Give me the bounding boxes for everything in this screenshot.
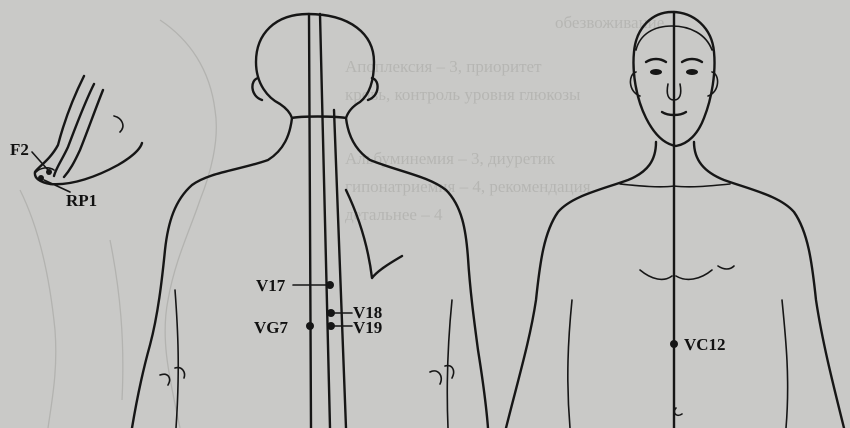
ghost-figure (20, 20, 216, 428)
ghost-line-5: Альбуминемия – 3, диуретик (345, 149, 556, 168)
foot-figure: F2 RP1 (10, 76, 142, 210)
label-V19: V19 (353, 318, 382, 337)
label-V17: V17 (256, 276, 286, 295)
background-text: обезвоживание Апоплексия – 3, приоритет … (345, 13, 664, 224)
VC12-point (670, 340, 678, 348)
V19-point (327, 322, 335, 330)
V18-point (327, 309, 335, 317)
label-RP1: RP1 (66, 191, 97, 210)
RP1-point (38, 175, 44, 181)
V17-point (326, 281, 334, 289)
label-VG7: VG7 (254, 318, 289, 337)
label-F2: F2 (10, 140, 29, 159)
ghost-line-3: кровь, контроль уровня глюкозы (345, 85, 581, 104)
VG7-point (306, 322, 314, 330)
ghost-line-6: гипонатриемия – 4, рекомендация (345, 177, 591, 196)
front-figure: VC12 (506, 12, 844, 428)
label-VC12: VC12 (684, 335, 726, 354)
